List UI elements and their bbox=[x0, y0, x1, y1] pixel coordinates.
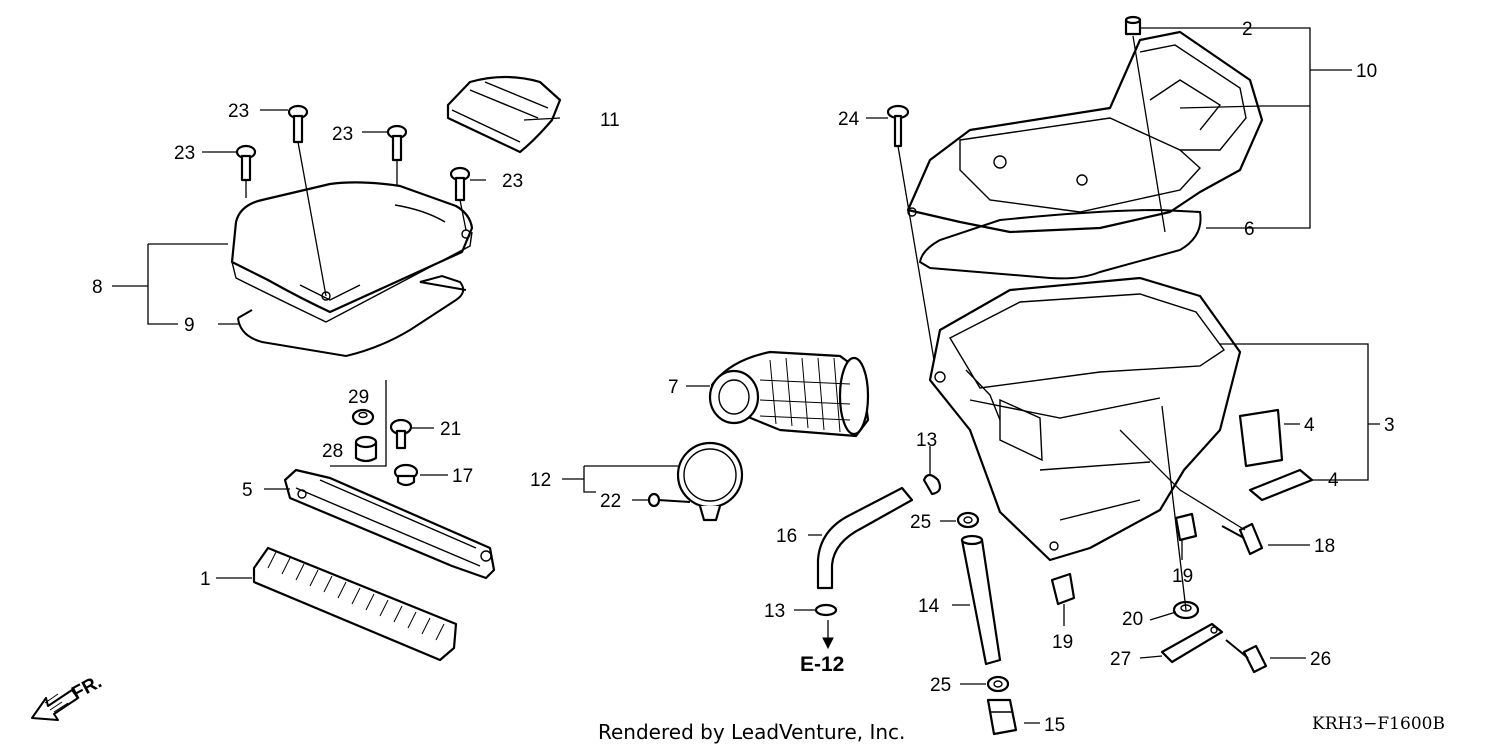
footer-credit: Rendered by LeadVenture, Inc. bbox=[598, 720, 905, 744]
callout-20: 20 bbox=[1122, 609, 1143, 630]
callout-19-a: 19 bbox=[1172, 566, 1193, 587]
air-cleaner-cover bbox=[230, 181, 474, 323]
callout-13-upper: 13 bbox=[916, 430, 937, 451]
callout-11: 11 bbox=[600, 110, 620, 131]
front-direction-arrow-icon bbox=[31, 689, 79, 721]
drain-plug-15 bbox=[986, 698, 1018, 736]
callout-14: 14 bbox=[918, 596, 940, 617]
drain-tube-14 bbox=[960, 534, 1002, 666]
callout-23-b: 23 bbox=[174, 143, 195, 164]
clip-13-lower bbox=[814, 603, 838, 617]
callout-8: 8 bbox=[92, 277, 103, 298]
screw-23-a bbox=[287, 104, 309, 144]
callout-24: 24 bbox=[838, 109, 860, 130]
callout-7: 7 bbox=[668, 377, 679, 398]
reference-label: E-12 bbox=[800, 653, 844, 676]
callout-22: 22 bbox=[600, 491, 621, 512]
callout-15: 15 bbox=[1044, 715, 1065, 736]
grommet-17 bbox=[393, 463, 419, 487]
callout-25-upper: 25 bbox=[910, 512, 931, 533]
clip-nut-19-a bbox=[1174, 512, 1198, 542]
clamp-band-12 bbox=[676, 441, 744, 522]
callout-23-d: 23 bbox=[502, 171, 523, 192]
case-seal-6 bbox=[918, 208, 1202, 280]
callout-17: 17 bbox=[452, 466, 473, 487]
clip-nut-19-b bbox=[1050, 572, 1076, 606]
callout-23-a: 23 bbox=[228, 101, 249, 122]
callout-25-lower: 25 bbox=[930, 675, 951, 696]
air-filter-element bbox=[252, 546, 458, 662]
bolt-18 bbox=[1221, 522, 1264, 556]
screw-23-c bbox=[386, 124, 408, 162]
callout-4-upper: 4 bbox=[1304, 415, 1315, 436]
screw-21 bbox=[389, 418, 413, 450]
callout-labels: 1 2 3 4 4 5 6 7 8 9 10 11 12 13 13 14 15… bbox=[92, 19, 1395, 736]
callout-28: 28 bbox=[322, 441, 343, 462]
callout-1: 1 bbox=[200, 569, 211, 590]
callout-4-lower: 4 bbox=[1328, 470, 1339, 491]
callout-19-b: 19 bbox=[1052, 632, 1073, 653]
intake-duct-11 bbox=[446, 75, 562, 154]
screw-23-d bbox=[449, 166, 471, 202]
callout-5: 5 bbox=[242, 480, 253, 501]
callout-16: 16 bbox=[776, 526, 797, 547]
nut-2 bbox=[1124, 15, 1142, 36]
callout-23-c: 23 bbox=[332, 124, 353, 145]
element-holder bbox=[283, 468, 496, 580]
clip-13-upper bbox=[922, 473, 942, 496]
pad-4-upper bbox=[1238, 408, 1284, 468]
connecting-tube-7 bbox=[708, 350, 870, 438]
grommet-29 bbox=[351, 408, 375, 426]
callout-13-lower: 13 bbox=[764, 601, 785, 622]
cover-seal bbox=[237, 274, 467, 358]
callout-9: 9 bbox=[184, 315, 195, 336]
clamp-25-upper bbox=[956, 511, 980, 529]
callout-27: 27 bbox=[1110, 649, 1131, 670]
air-cleaner-case-upper bbox=[906, 30, 1264, 234]
stay-27 bbox=[1160, 622, 1224, 664]
callout-2: 2 bbox=[1242, 19, 1253, 40]
pad-4-lower bbox=[1248, 468, 1314, 502]
callout-10: 10 bbox=[1356, 61, 1377, 82]
callout-3: 3 bbox=[1384, 415, 1395, 436]
reference-arrow bbox=[822, 620, 834, 650]
screw-24 bbox=[886, 104, 910, 148]
clamp-25-lower bbox=[986, 675, 1010, 693]
callout-6: 6 bbox=[1244, 219, 1255, 240]
callout-12: 12 bbox=[530, 470, 551, 491]
callout-26: 26 bbox=[1310, 649, 1331, 670]
callout-18: 18 bbox=[1314, 536, 1335, 557]
callout-29: 29 bbox=[348, 387, 369, 408]
screw-23-b bbox=[235, 144, 257, 182]
collar-28 bbox=[354, 435, 378, 463]
bolt-26 bbox=[1225, 639, 1268, 674]
screw-22 bbox=[647, 492, 691, 508]
hose-16 bbox=[816, 486, 914, 590]
air-cleaner-case-lower bbox=[928, 276, 1242, 562]
diagram-code: KRH3−F1600B bbox=[1312, 714, 1445, 734]
callout-21: 21 bbox=[440, 419, 461, 440]
